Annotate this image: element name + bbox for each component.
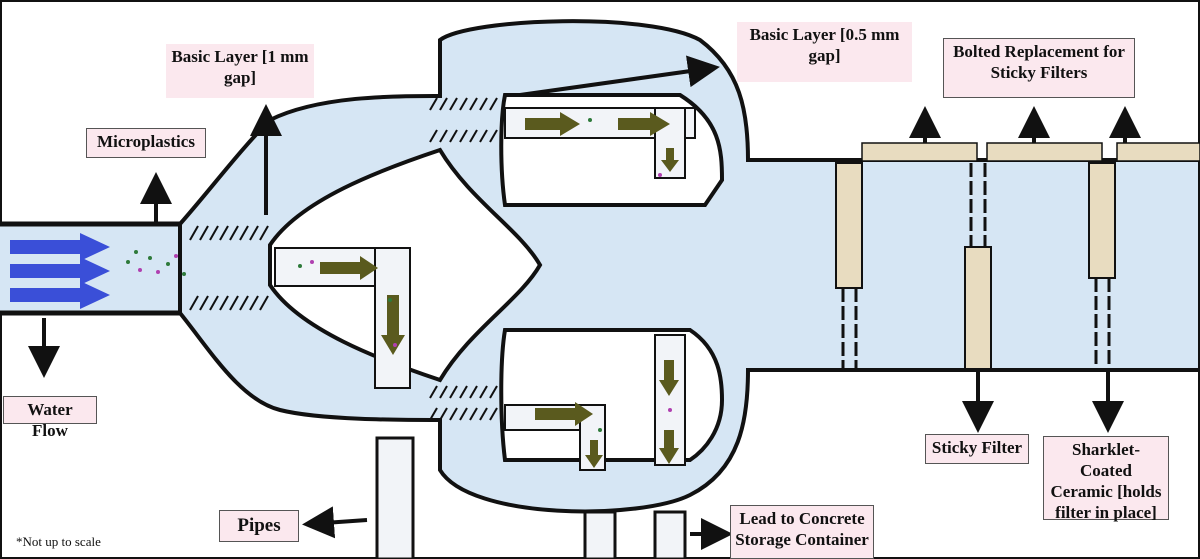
- label-sticky-filter: Sticky Filter: [925, 434, 1029, 464]
- pipe-outlet-mid: [583, 510, 617, 559]
- sticky-filter-section: [835, 142, 1200, 370]
- label-water-flow: Water Flow: [3, 396, 97, 440]
- scale-note: *Not up to scale: [16, 534, 101, 549]
- pipe-outlet-left: [375, 436, 415, 559]
- basic-layer-05mm-hatch: [429, 97, 498, 421]
- label-basic-layer-1mm: Basic Layer [1 mm gap]: [166, 44, 314, 98]
- pointer-arrows: [28, 55, 1141, 550]
- label-lead-to-concrete: Lead to Concrete Storage Container: [730, 505, 874, 559]
- label-bolted-replacement: Bolted Replacement for Sticky Filters: [943, 38, 1135, 98]
- basic-layer-1mm-hatch: [189, 225, 269, 311]
- pipe-outlet-right: [653, 510, 687, 559]
- island-bottom: [499, 328, 725, 462]
- water-flow-arrows: [10, 233, 110, 309]
- label-microplastics: Microplastics: [86, 128, 206, 158]
- label-basic-layer-05mm: Basic Layer [0.5 mm gap]: [737, 22, 912, 82]
- microplastic-particles: [126, 118, 672, 432]
- label-pipes: Pipes: [219, 510, 299, 542]
- label-sharklet: Sharklet-Coated Ceramic [holds filter in…: [1043, 436, 1169, 522]
